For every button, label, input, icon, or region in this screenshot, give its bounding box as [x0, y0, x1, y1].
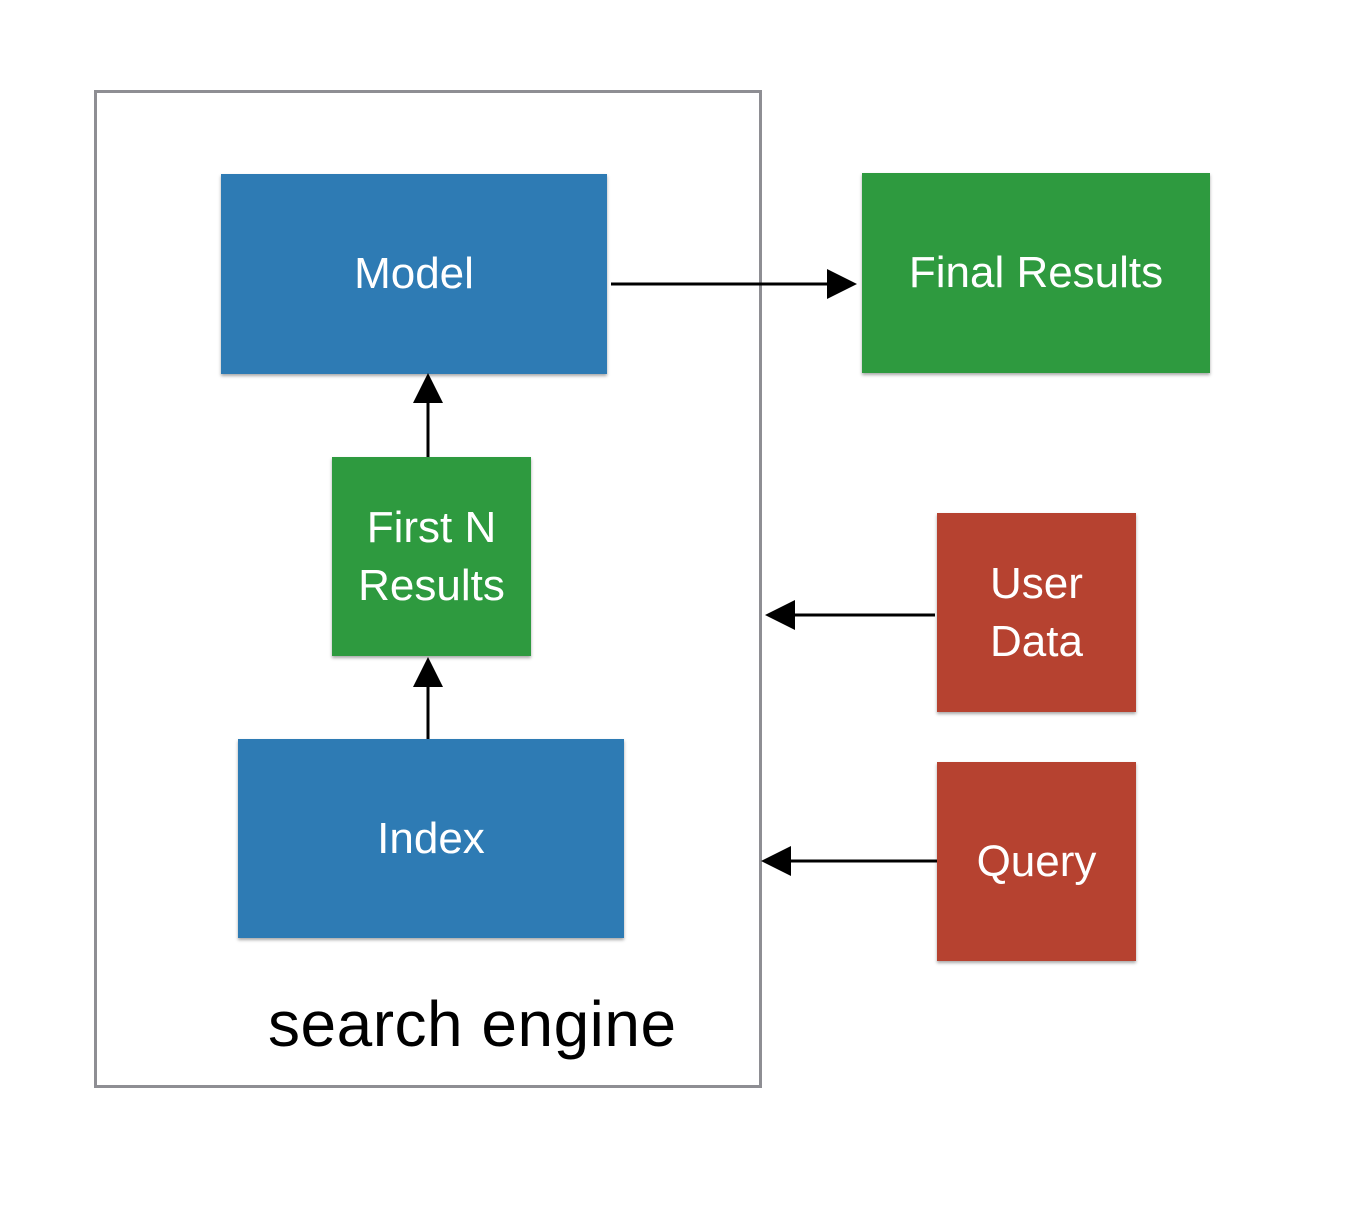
index-node: Index — [238, 739, 624, 938]
index-label: Index — [377, 813, 485, 863]
query-node: Query — [937, 762, 1136, 961]
search-engine-label: search engine — [268, 988, 677, 1060]
first-n-results-node: First N Results — [332, 457, 531, 656]
model-node: Model — [221, 174, 607, 374]
query-label: Query — [976, 836, 1097, 886]
model-label: Model — [354, 249, 474, 299]
user-data-label: User Data — [990, 559, 1083, 666]
final-results-node: Final Results — [862, 173, 1210, 373]
final-results-label: Final Results — [908, 248, 1164, 298]
first-n-results-label: First N Results — [358, 503, 505, 610]
search-engine-container — [94, 90, 762, 1088]
user-data-node: User Data — [937, 513, 1136, 712]
